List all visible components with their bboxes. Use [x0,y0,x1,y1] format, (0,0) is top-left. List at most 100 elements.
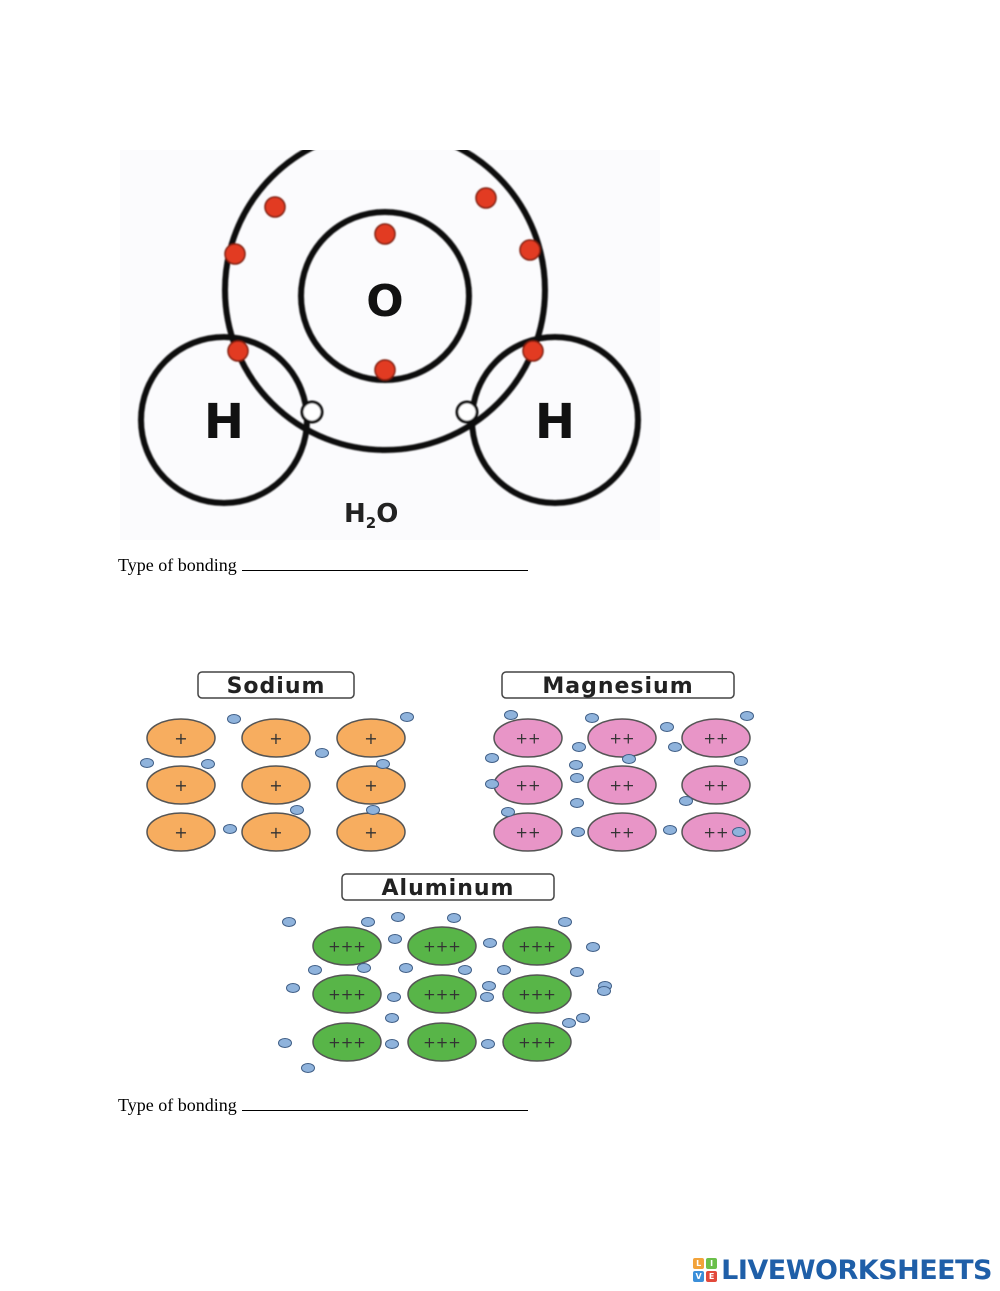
aluminum-ion: +++ [502,1022,572,1062]
free-electron [278,1038,292,1048]
aluminum-ion: +++ [312,974,382,1014]
sodium-ion: + [241,812,311,852]
bonding-answer-blank[interactable] [241,556,528,571]
sodium-ion-charge: + [174,776,187,795]
oxygen-symbol: O [366,276,403,327]
electron [374,359,396,381]
free-electron [140,758,154,768]
shared-electron [455,400,479,424]
liveworksheets-logo-icon: L I V E [693,1258,718,1282]
free-electron [734,756,748,766]
sodium-ion: + [336,812,406,852]
aluminum-ion: +++ [407,926,477,966]
free-electron [301,1063,315,1073]
oxygen-electrons [224,187,544,381]
sodium-ion-charge: + [269,823,282,842]
electron [519,239,541,261]
free-electron [660,722,674,732]
magnesium-ion: ++ [493,765,563,805]
free-electron [483,938,497,948]
free-electrons [140,710,754,1073]
magnesium-ion-charge: ++ [515,776,540,794]
free-electron [558,917,572,927]
magnesium-ion-charge: ++ [609,729,634,747]
magnesium-ion: ++ [493,812,563,852]
electron [264,196,286,218]
free-electron [227,714,241,724]
aluminum-ion: +++ [407,1022,477,1062]
aluminum-ion-charge: +++ [423,937,461,955]
free-electron [570,967,584,977]
electron [374,223,396,245]
magnesium-ion: ++ [587,812,657,852]
free-electron [586,942,600,952]
aluminum-ion: +++ [407,974,477,1014]
sodium-ion: + [146,718,216,758]
magnesium-ion-charge: ++ [609,776,634,794]
free-electron [571,827,585,837]
free-electron [570,773,584,783]
free-electron [376,759,390,769]
shared-electrons [300,400,479,424]
water-formula: H2O [344,499,398,532]
magnesium-ion: ++ [493,718,563,758]
sodium-ion: + [146,765,216,805]
free-electron [679,796,693,806]
free-electron [501,807,515,817]
bonding-question-2: Type of bonding [118,1095,528,1116]
aluminum-ion: +++ [312,1022,382,1062]
free-electron [482,981,496,991]
free-electron [562,1018,576,1028]
free-electron [485,753,499,763]
sodium-ion-charge: + [174,823,187,842]
aluminum-ion-charge: +++ [518,937,556,955]
magnesium-ion-charge: ++ [703,729,728,747]
free-electron [458,965,472,975]
electron [227,340,249,362]
aluminum-lattice: +++++++++++++++++++++++++++ [312,926,572,1062]
free-electron [223,824,237,834]
sodium-ion-charge: + [174,729,187,748]
free-electron [576,1013,590,1023]
magnesium-ion: ++ [587,718,657,758]
hydrogen-symbol-right: H [535,394,575,450]
free-electron [481,1039,495,1049]
brand-name: LIVEWORKSHEETS [721,1254,992,1286]
bonding-question-1: Type of bonding [118,555,528,576]
sodium-ion-charge: + [364,729,377,748]
aluminum-label: Aluminum [382,876,515,901]
aluminum-ion-charge: +++ [328,985,366,1003]
shared-electron [300,400,324,424]
free-electron [286,983,300,993]
aluminum-ion-charge: +++ [328,1033,366,1051]
magnesium-ion-charge: ++ [703,776,728,794]
magnesium-ion-charge: ++ [609,823,634,841]
magnesium-label-box: Magnesium [501,671,735,699]
oxygen-outer-shell [222,150,548,453]
free-electron [447,913,461,923]
bonding-question-label: Type of bonding [118,1095,237,1115]
aluminum-ion: +++ [312,926,382,966]
electron [224,243,246,265]
aluminum-ion: +++ [502,926,572,966]
free-electron [572,742,586,752]
free-electron [315,748,329,758]
free-electron [740,711,754,721]
bonding-question-label: Type of bonding [118,555,237,575]
magnesium-ion: ++ [681,812,751,852]
free-electron [361,917,375,927]
sodium-ion-charge: + [364,823,377,842]
bonding-answer-blank[interactable] [241,1096,528,1111]
magnesium-ion: ++ [587,765,657,805]
diagram-background [120,150,660,540]
free-electron [663,825,677,835]
liveworksheets-brand[interactable]: L I V E LIVEWORKSHEETS [693,1252,992,1288]
free-electron [290,805,304,815]
sodium-ion-charge: + [364,776,377,795]
sodium-ion-charge: + [269,729,282,748]
free-electron [504,710,518,720]
hydrogen-symbol-left: H [204,394,244,450]
free-electron [357,963,371,973]
magnesium-ion-charge: ++ [515,729,540,747]
free-electron [399,963,413,973]
